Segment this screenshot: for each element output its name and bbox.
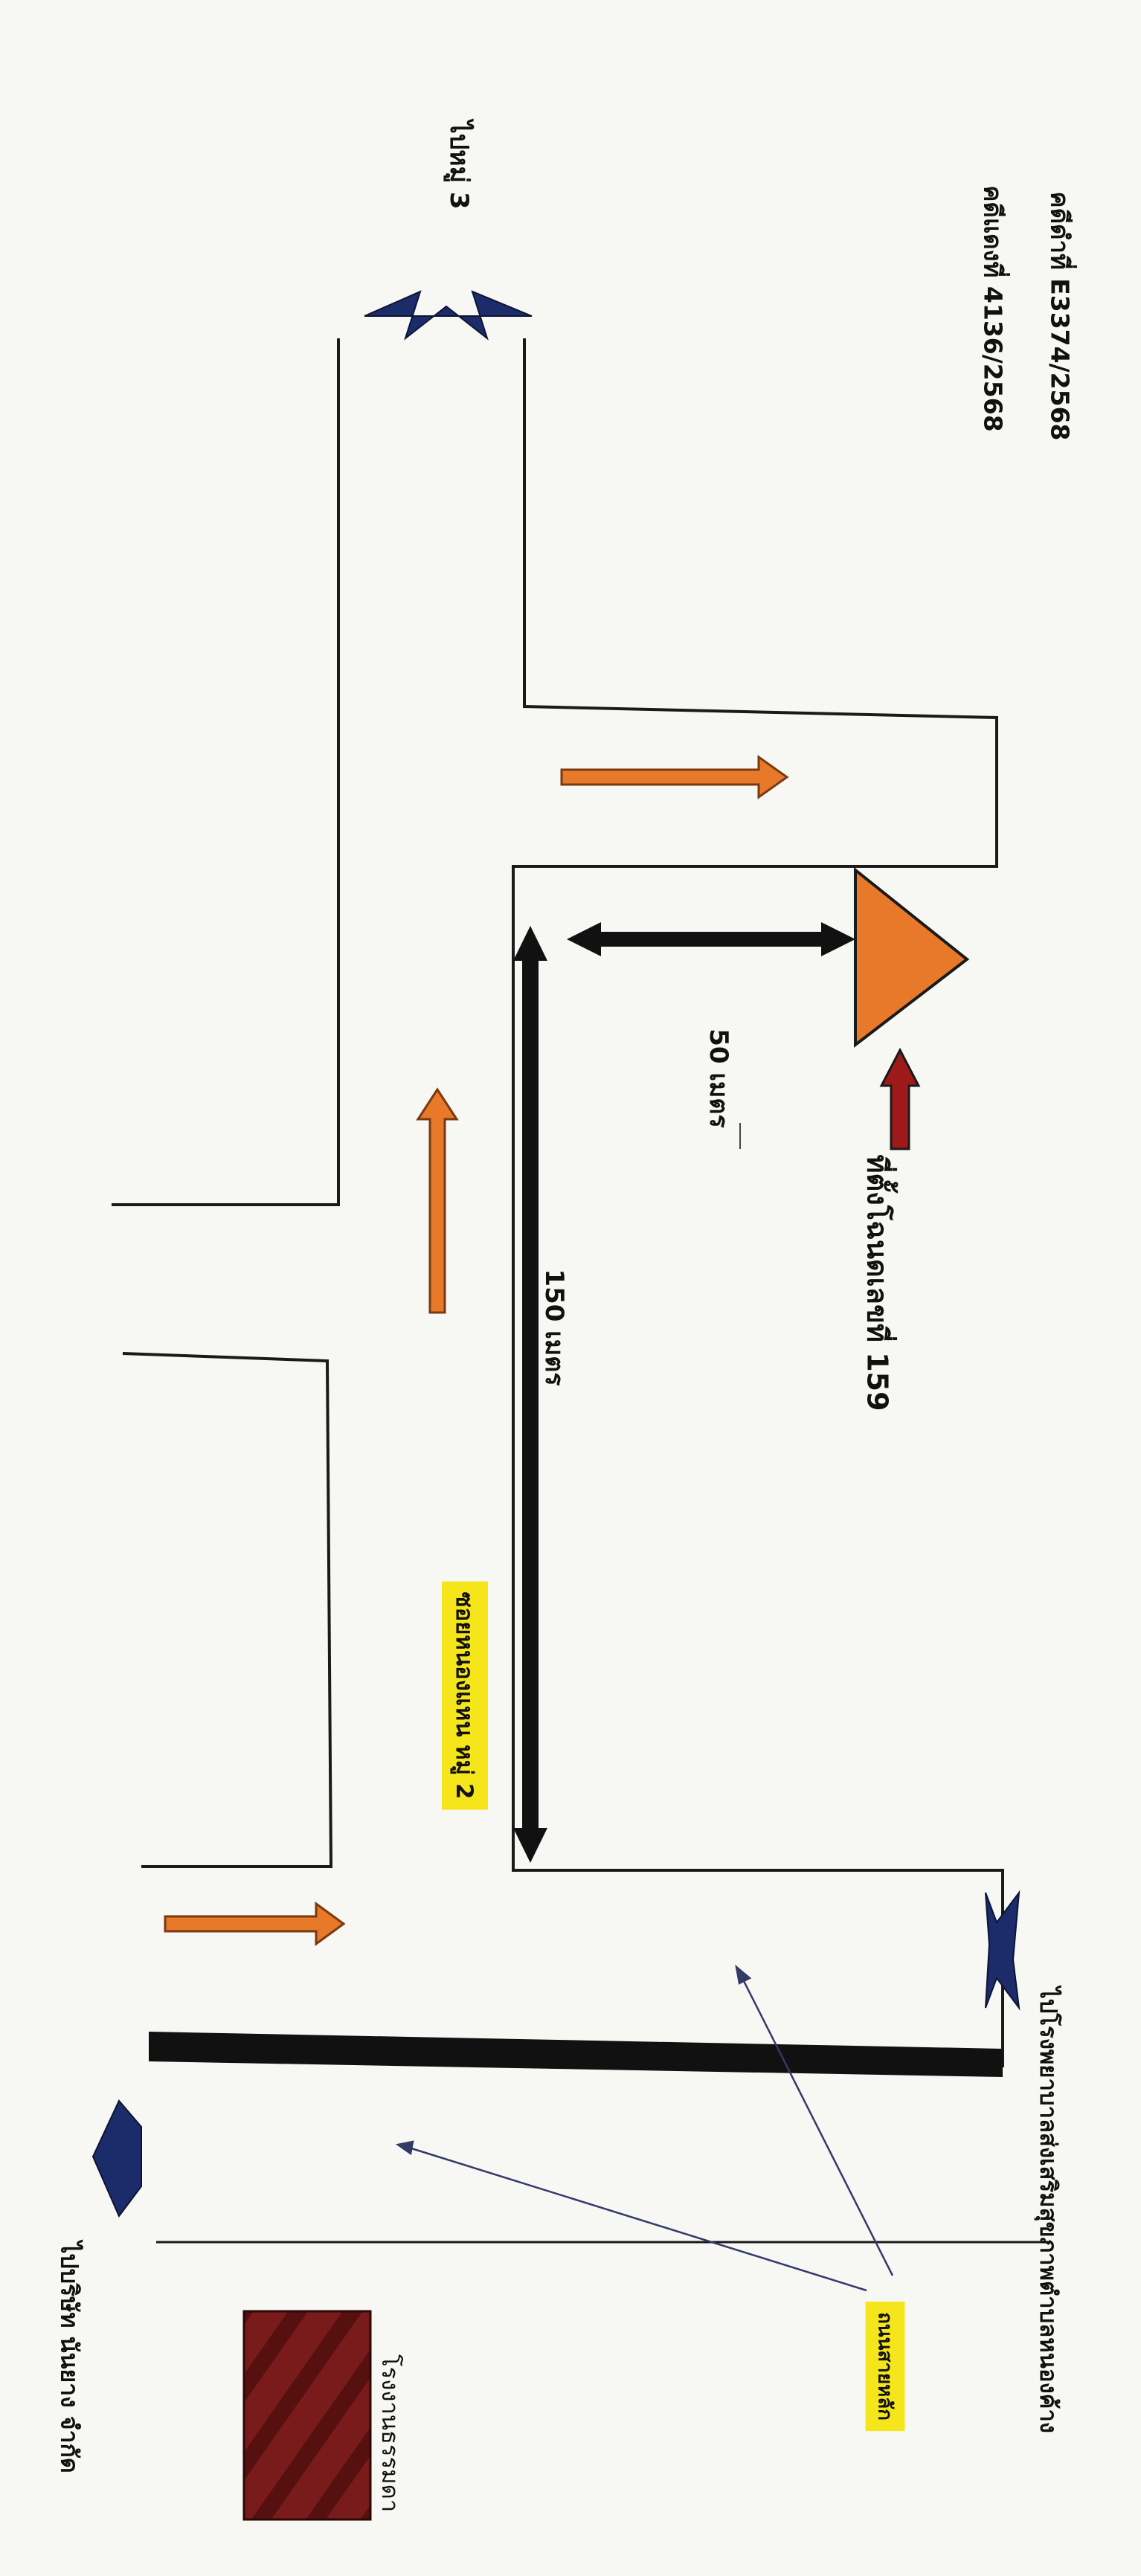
road-edge-lower-left: [122, 1352, 333, 1868]
orange-direction-arrows: [164, 755, 789, 1946]
site-marker: [854, 866, 970, 1049]
navy-arrow-to-moo3: [364, 290, 533, 341]
orange-arrow-up: [416, 1087, 459, 1314]
label-to-moo3: ไปหมู่ 3: [444, 120, 474, 210]
label-dist-150: 150 เมตร: [539, 1269, 569, 1386]
road-edge-upper-left: [112, 338, 340, 1206]
main-road-pointers: [395, 1964, 894, 2292]
factory-block: [242, 2310, 372, 2521]
site-pointer-arrow: [879, 1047, 921, 1150]
road-outlines: [112, 338, 1049, 2244]
label-dist-50: 50 เมตร: [704, 1028, 733, 1128]
navy-arrow-to-hospital: [985, 1890, 1021, 2011]
navy-arrow-to-company: [91, 2099, 142, 2218]
label-to-company: ไปบริษัท นันยาง จำกัด: [55, 2241, 84, 2473]
orange-arrow-right-bottom: [164, 1902, 346, 1946]
label-soi: ซอยหนองแหน หมู่ 2: [442, 1581, 488, 1810]
label-factory: โรงงานธรรมดา: [376, 2354, 403, 2513]
navy-direction-arrows: [91, 290, 1021, 2218]
distance-line-50m: [567, 922, 855, 956]
label-main-road: ถนนสายหลัก: [865, 2302, 905, 2431]
distance-line-150m: [513, 926, 547, 1863]
red-case-number: คดีแดงที่ 4136/2568: [978, 185, 1008, 432]
label-site: ที่ตั้งโฉนดเลขที่ 159: [861, 1154, 894, 1411]
label-to-hospital: ไปโรงพยาบาลส่งเสริมสุขภาพตำบลหนองค้าง: [1035, 1987, 1061, 2433]
main-road-bar: [149, 2032, 1003, 2077]
road-edge-upper-right: [512, 338, 1004, 2067]
black-case-number: คดีดำที่ E3374/2568: [1045, 191, 1075, 441]
orange-arrow-right-top: [560, 755, 789, 799]
